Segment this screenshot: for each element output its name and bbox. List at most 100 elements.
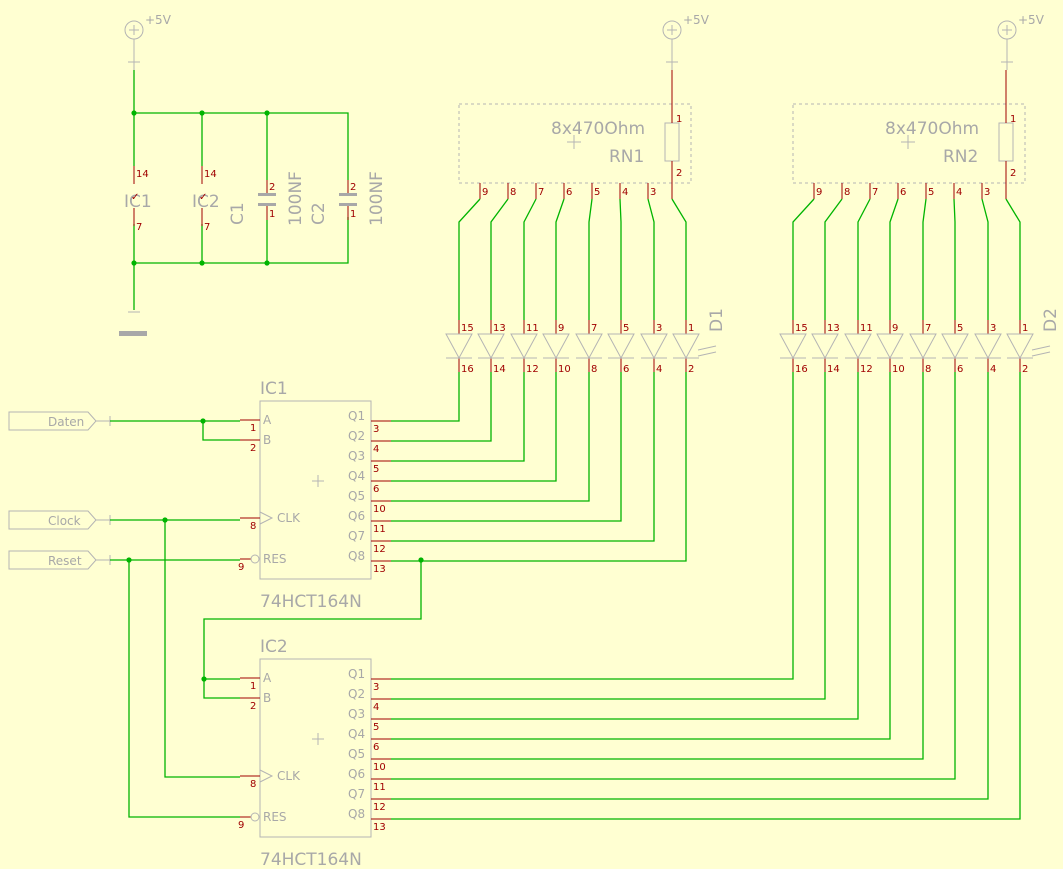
- pin-number: 8: [250, 521, 256, 532]
- pin-number: 14: [204, 169, 217, 180]
- pin-number: 8: [925, 364, 931, 375]
- pin-number: 8: [510, 187, 516, 198]
- port-clock[interactable]: [8, 510, 97, 530]
- pin-number: 2: [250, 443, 256, 454]
- pin-number: 5: [373, 464, 379, 475]
- led-icon: [779, 333, 807, 360]
- q-output-wire: [391, 372, 590, 502]
- pin-number: 2: [676, 168, 682, 179]
- pin-number: 7: [872, 187, 878, 198]
- clock-edge-icon: [259, 769, 274, 783]
- pin-number: 9: [558, 323, 564, 334]
- pin-number: 12: [860, 364, 873, 375]
- pin-number: 4: [656, 364, 662, 375]
- q-output-wire: [391, 372, 557, 482]
- pin-name: Q8: [348, 807, 365, 821]
- pin-name: B: [263, 691, 271, 705]
- q-output-wire: [391, 372, 1021, 820]
- pin-name: Q6: [348, 767, 365, 781]
- led-anode-wire: [647, 198, 655, 320]
- pin-name: CLK: [277, 511, 301, 525]
- pin-number: 3: [373, 424, 379, 435]
- pin-name: Q7: [348, 787, 365, 801]
- q-output-wire: [391, 372, 525, 462]
- led-anode-wire: [458, 198, 481, 320]
- pin-number: 1: [250, 423, 256, 434]
- ground-icon: [119, 331, 147, 336]
- pin-number: 6: [900, 187, 906, 198]
- led-icon: [974, 333, 1002, 360]
- pin-number: 2: [269, 182, 275, 193]
- supply-label: +5V: [145, 13, 172, 27]
- led-array-name: D2: [1041, 308, 1061, 332]
- cap-plate: [258, 193, 276, 196]
- led-icon: [477, 333, 505, 360]
- supply-label: +5V: [1018, 13, 1045, 27]
- pin-number: 1: [688, 323, 694, 334]
- resistor-network-outline: [792, 103, 1026, 184]
- inversion-bubble-icon: [250, 554, 260, 564]
- pin-number: 1: [350, 209, 356, 220]
- origin-mark: ✓: [131, 192, 139, 203]
- pin-number: 14: [827, 364, 840, 375]
- led-icon: [811, 333, 839, 360]
- supply-label: +5V: [683, 13, 710, 27]
- junction-dot: [201, 676, 207, 682]
- light-ray-icon: [697, 345, 717, 351]
- cap-plate: [258, 203, 276, 206]
- led-anode-wire: [792, 198, 815, 320]
- pin-number: 1: [676, 114, 682, 125]
- pin-number: 1: [269, 209, 275, 220]
- junction-dot: [131, 260, 137, 266]
- pin-number: 1: [1022, 323, 1028, 334]
- pin-number: 2: [688, 364, 694, 375]
- pin-name: Q2: [348, 429, 365, 443]
- pin-number: 11: [860, 323, 873, 334]
- light-ray-icon: [1031, 345, 1051, 351]
- pin-number: 7: [538, 187, 544, 198]
- pin-number: 2: [350, 182, 356, 193]
- resistor-network-outline: [458, 103, 692, 184]
- pin-number: 4: [373, 702, 379, 713]
- pin-number: 11: [526, 323, 539, 334]
- pin-number: 9: [238, 562, 244, 573]
- pin-number: 16: [461, 364, 474, 375]
- q-output-wire: [391, 372, 687, 562]
- port-label: Daten: [48, 415, 84, 429]
- pin-number: 8: [250, 779, 256, 790]
- q-output-wire: [391, 372, 924, 760]
- pin-number: 3: [373, 682, 379, 693]
- rn-value: 8x470Ohm: [885, 119, 979, 139]
- pin-number: 7: [136, 222, 142, 233]
- cap-plate: [339, 193, 357, 196]
- pin-number: 3: [984, 187, 990, 198]
- led-anode-wire: [889, 198, 899, 320]
- pin-number: 11: [373, 524, 386, 535]
- junction-dot: [131, 110, 137, 116]
- pin-number: 4: [373, 444, 379, 455]
- pin-name: Q2: [348, 687, 365, 701]
- led-anode-wire: [953, 198, 956, 320]
- pin-number: 7: [204, 222, 210, 233]
- port-label: Reset: [48, 554, 82, 568]
- gnd-rail: [134, 217, 349, 264]
- clock-wire: [164, 520, 240, 778]
- ic-part: 74HCT164N: [260, 850, 362, 869]
- ic-body: [259, 400, 372, 580]
- led-anode-wire: [981, 198, 989, 320]
- resistor-body: [998, 122, 1014, 162]
- led-icon: [640, 333, 668, 360]
- q-output-wire: [391, 372, 655, 542]
- b-tie-wire: [202, 421, 240, 441]
- pin-name: Q4: [348, 469, 365, 483]
- led-icon: [909, 333, 937, 360]
- q-output-wire: [391, 372, 891, 740]
- port-daten[interactable]: [8, 411, 97, 431]
- pin-number: 1: [250, 681, 256, 692]
- pin-number: 15: [795, 323, 808, 334]
- cascade-wire: [203, 679, 240, 699]
- port-reset[interactable]: [8, 550, 97, 570]
- pin-number: 3: [656, 323, 662, 334]
- pin-number: 10: [373, 504, 386, 515]
